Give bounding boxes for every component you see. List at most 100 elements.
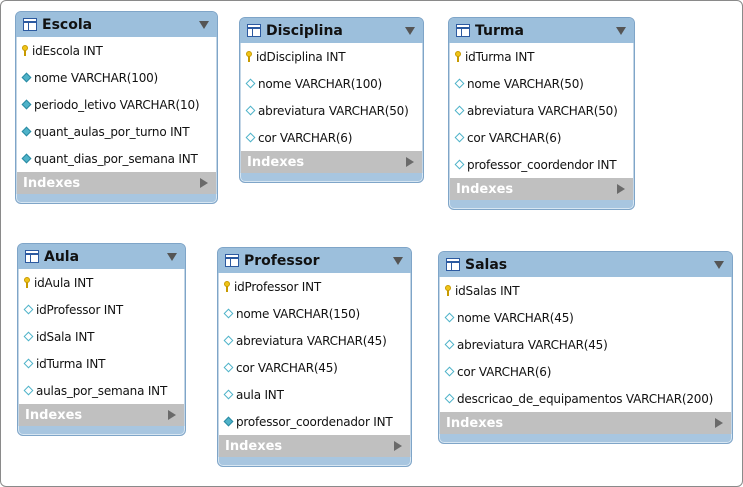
expand-icon[interactable] — [168, 410, 176, 420]
column-label: professor_coordendor INT — [467, 157, 617, 172]
not-null-column-icon — [21, 99, 32, 110]
table-salas[interactable]: Salas idSalas INT nome VARCHAR(45) abrev… — [438, 251, 733, 444]
table-title: Aula — [44, 248, 80, 265]
column-label: nome VARCHAR(100) — [34, 70, 159, 85]
column-row[interactable]: aula INT — [219, 381, 410, 408]
indexes-section[interactable]: Indexes — [18, 404, 185, 426]
nullable-column-icon — [23, 304, 34, 315]
table-title: Salas — [465, 256, 508, 273]
indexes-section[interactable]: Indexes — [218, 435, 411, 457]
table-professor[interactable]: Professor idProfessor INT nome VARCHAR(1… — [217, 247, 412, 467]
column-row[interactable]: idProfessor INT — [219, 273, 410, 300]
collapse-icon[interactable] — [714, 260, 724, 269]
column-row[interactable]: quant_aulas_por_turno INT — [17, 118, 216, 145]
collapse-icon[interactable] — [167, 252, 177, 261]
primary-key-icon — [455, 51, 461, 62]
column-row[interactable]: abreviatura VARCHAR(45) — [219, 327, 410, 354]
column-row[interactable]: abreviatura VARCHAR(50) — [450, 97, 633, 124]
collapse-icon[interactable] — [405, 26, 415, 35]
table-footer — [16, 194, 217, 203]
column-row[interactable]: nome VARCHAR(50) — [450, 70, 633, 97]
column-row[interactable]: abreviatura VARCHAR(50) — [241, 97, 422, 124]
column-row[interactable]: abreviatura VARCHAR(45) — [440, 331, 731, 358]
table-icon — [456, 24, 470, 37]
column-list: idDisciplina INT nome VARCHAR(100) abrev… — [240, 43, 423, 151]
column-row[interactable]: idSala INT — [19, 323, 184, 350]
collapse-icon[interactable] — [393, 256, 403, 265]
column-label: idProfessor INT — [36, 302, 124, 317]
collapse-icon[interactable] — [199, 20, 209, 29]
column-label: cor VARCHAR(6) — [457, 364, 552, 379]
column-label: descricao_de_equipamentos VARCHAR(200) — [457, 391, 714, 406]
column-row[interactable]: cor VARCHAR(45) — [219, 354, 410, 381]
column-row[interactable]: idProfessor INT — [19, 296, 184, 323]
table-header[interactable]: Salas — [439, 252, 732, 277]
column-label: cor VARCHAR(6) — [258, 130, 353, 145]
expand-icon[interactable] — [406, 157, 414, 167]
expand-icon[interactable] — [715, 418, 723, 428]
not-null-column-icon — [21, 126, 32, 137]
nullable-column-icon — [23, 385, 34, 396]
expand-icon[interactable] — [200, 178, 208, 188]
column-label: idAula INT — [34, 275, 94, 290]
column-label: cor VARCHAR(6) — [467, 130, 562, 145]
indexes-section[interactable]: Indexes — [449, 178, 634, 200]
table-aula[interactable]: Aula idAula INT idProfessor INT idSala I… — [17, 243, 186, 436]
nullable-column-icon — [454, 105, 465, 116]
column-row[interactable]: idDisciplina INT — [241, 43, 422, 70]
expand-icon[interactable] — [394, 441, 402, 451]
table-turma[interactable]: Turma idTurma INT nome VARCHAR(50) abrev… — [448, 17, 635, 210]
column-row[interactable]: quant_dias_por_semana INT — [17, 145, 216, 172]
column-row[interactable]: nome VARCHAR(150) — [219, 300, 410, 327]
table-escola[interactable]: Escola idEscola INT nome VARCHAR(100) pe… — [15, 11, 218, 204]
column-row[interactable]: cor VARCHAR(6) — [241, 124, 422, 151]
table-header[interactable]: Disciplina — [240, 18, 423, 43]
nullable-column-icon — [245, 78, 256, 89]
column-label: nome VARCHAR(45) — [457, 310, 574, 325]
column-label: nome VARCHAR(150) — [236, 306, 361, 321]
indexes-label: Indexes — [446, 415, 504, 431]
column-row[interactable]: periodo_letivo VARCHAR(10) — [17, 91, 216, 118]
table-header[interactable]: Escola — [16, 12, 217, 37]
column-row[interactable]: nome VARCHAR(100) — [241, 70, 422, 97]
nullable-column-icon — [444, 339, 455, 350]
column-row[interactable]: aulas_por_semana INT — [19, 377, 184, 404]
column-label: abreviatura VARCHAR(45) — [236, 333, 387, 348]
column-row[interactable]: nome VARCHAR(45) — [440, 304, 731, 331]
nullable-column-icon — [223, 362, 234, 373]
column-label: idProfessor INT — [234, 279, 322, 294]
column-row[interactable]: cor VARCHAR(6) — [450, 124, 633, 151]
primary-key-icon — [224, 281, 230, 292]
column-label: abreviatura VARCHAR(50) — [467, 103, 618, 118]
primary-key-icon — [246, 51, 252, 62]
column-row[interactable]: idSalas INT — [440, 277, 731, 304]
not-null-column-icon — [21, 153, 32, 164]
primary-key-icon — [445, 285, 451, 296]
column-row[interactable]: professor_coordenador INT — [219, 408, 410, 435]
column-label: quant_dias_por_semana INT — [34, 151, 198, 166]
collapse-icon[interactable] — [616, 26, 626, 35]
table-icon — [446, 258, 460, 271]
nullable-column-icon — [23, 331, 34, 342]
table-header[interactable]: Aula — [18, 244, 185, 269]
column-row[interactable]: descricao_de_equipamentos VARCHAR(200) — [440, 385, 731, 412]
column-row[interactable]: idTurma INT — [450, 43, 633, 70]
not-null-column-icon — [223, 416, 234, 427]
table-title: Turma — [475, 22, 524, 39]
indexes-label: Indexes — [23, 175, 81, 191]
expand-icon[interactable] — [617, 184, 625, 194]
indexes-section[interactable]: Indexes — [240, 151, 423, 173]
column-row[interactable]: nome VARCHAR(100) — [17, 64, 216, 91]
nullable-column-icon — [223, 308, 234, 319]
table-header[interactable]: Professor — [218, 248, 411, 273]
table-footer — [449, 200, 634, 209]
indexes-section[interactable]: Indexes — [439, 412, 732, 434]
table-header[interactable]: Turma — [449, 18, 634, 43]
indexes-section[interactable]: Indexes — [16, 172, 217, 194]
column-row[interactable]: professor_coordendor INT — [450, 151, 633, 178]
column-row[interactable]: idAula INT — [19, 269, 184, 296]
column-row[interactable]: cor VARCHAR(6) — [440, 358, 731, 385]
table-disciplina[interactable]: Disciplina idDisciplina INT nome VARCHAR… — [239, 17, 424, 183]
column-row[interactable]: idEscola INT — [17, 37, 216, 64]
column-row[interactable]: idTurma INT — [19, 350, 184, 377]
